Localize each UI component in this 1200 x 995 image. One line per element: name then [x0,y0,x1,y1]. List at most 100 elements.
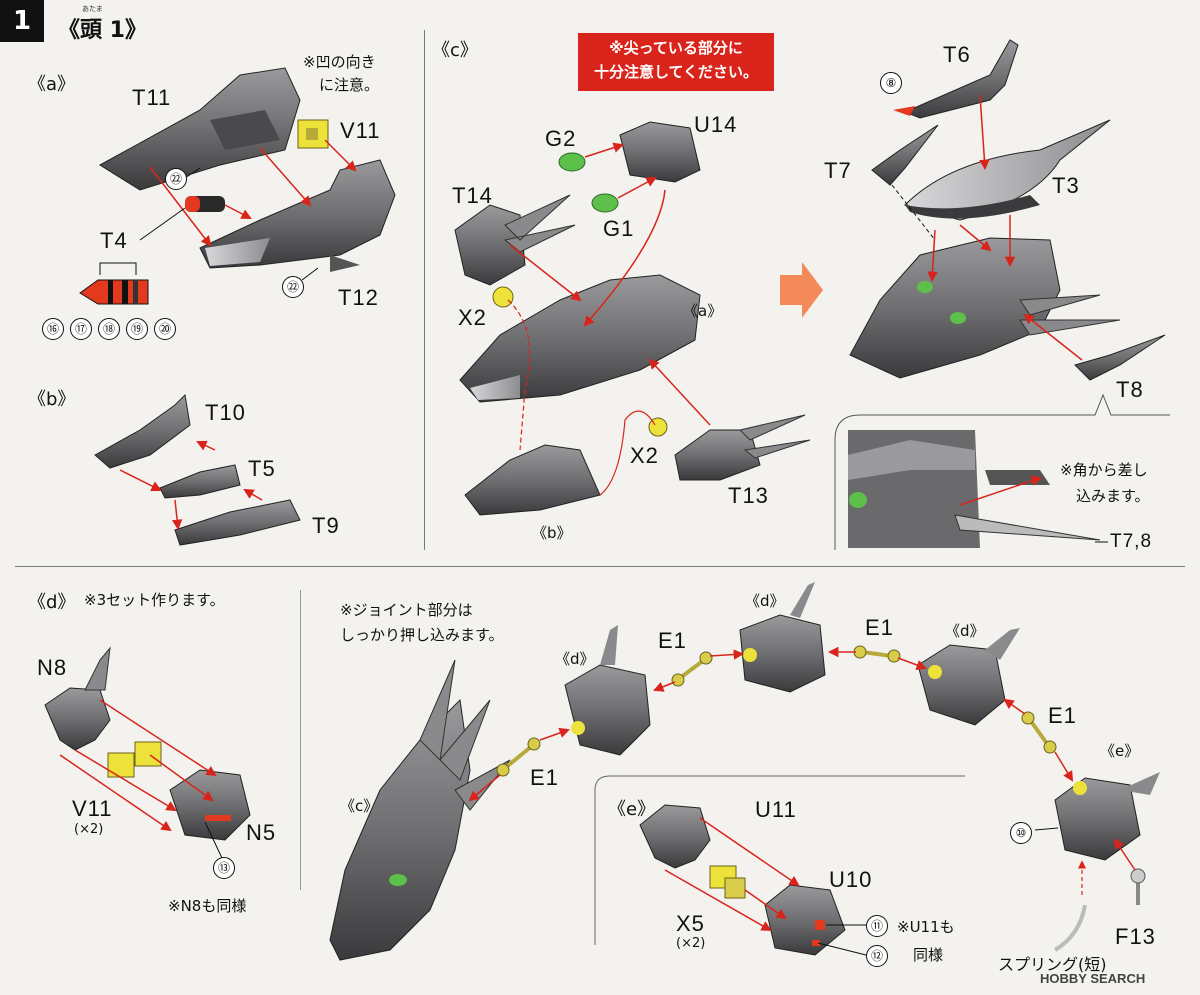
label-e1-2: E1 [865,615,894,640]
ref-a: 《a》 [683,302,723,320]
part-v11-pair [107,741,162,778]
label-u10: U10 [829,867,873,892]
segment-d2 [739,582,826,693]
part-u11 [639,804,711,869]
part-g1 [591,193,619,213]
part-t9 [174,499,301,546]
warning-line-2: 十分注意してください。 [593,63,759,81]
note-concave-1: ※凹の向き [303,53,376,71]
note-corner-2: 込みます。 [1076,487,1150,505]
note-three-sets: ※3セット作ります。 [84,591,225,609]
label-t6: T6 [943,42,971,67]
result-arrow [780,262,823,318]
part-t4-cap [185,196,225,212]
label-t13: T13 [728,483,769,508]
part-section-b-ref [464,444,601,516]
part-t3 [904,119,1111,221]
ref-d-3: 《d》 [945,622,985,640]
note-corner-1: ※角から差し [1060,461,1148,479]
marker-18: ⑱ [98,318,120,340]
part-t4-sticker [79,262,149,305]
note-joint-1: ※ジョイント部分は [340,601,473,619]
vertical-divider [424,30,425,550]
label-t7-8: T7,8 [1110,531,1153,552]
ref-c: 《c》 [340,797,379,815]
horizontal-divider [15,566,1185,567]
label-f13: F13 [1115,924,1156,949]
vertical-divider-lower [300,590,301,890]
watermark-text: HOBBY SEARCH [1040,971,1146,986]
part-t6 [893,39,1019,119]
segment-d1 [564,625,651,756]
marker-16: ⑯ [42,318,64,340]
page-title: 《頭 1》 [58,18,147,43]
marker-11: ⑪ [866,915,888,937]
marker-20: ⑳ [154,318,176,340]
marker-10: ⑩ [1010,822,1032,844]
part-x2-upper [492,286,514,308]
part-f13 [1130,868,1146,905]
ref-b: 《b》 [532,524,572,542]
step-number: 1 [12,6,32,36]
label-e1-3: E1 [1048,703,1077,728]
marker-22-lower: ㉒ [282,276,304,298]
marker-17: ⑰ [70,318,92,340]
part-g2 [558,152,586,172]
marker-19: ⑲ [126,318,148,340]
label-x2-upper: X2 [458,305,487,330]
label-spring: スプリング(短) [998,955,1107,974]
part-t12 [199,159,396,272]
label-v11-d: V11 [72,796,113,821]
part-head-assembly-a [459,274,701,403]
segment-e-assembled [1054,772,1160,861]
label-t14: T14 [452,183,493,208]
label-t9: T9 [312,513,340,538]
callout-frame [834,393,1170,550]
label-x5: X5 [676,911,705,936]
part-t8 [1074,334,1166,381]
note-concave-2: に注意。 [319,76,380,94]
section-e-label: 《e》 [608,799,656,820]
label-t7: T7 [824,158,852,183]
part-t11 [99,67,301,191]
label-t11: T11 [132,85,172,110]
label-g1: G1 [603,216,635,241]
label-n8: N8 [37,655,68,680]
label-t12: T12 [338,285,379,310]
ref-d-2: 《d》 [745,592,785,610]
part-v11-block [297,119,329,149]
label-v11: V11 [340,118,381,143]
note-u11-same-2: 同様 [913,946,944,964]
label-t10: T10 [205,400,246,425]
label-g2: G2 [545,126,577,151]
ref-d-1: 《d》 [555,650,595,668]
part-spring [1053,904,1087,952]
section-d-label: 《d》 [28,592,76,613]
label-t3: T3 [1052,173,1080,198]
joint-e1-parts [496,645,1057,777]
part-x5 [709,865,746,899]
label-x2-lower: X2 [630,443,659,468]
label-t5: T5 [248,456,276,481]
label-t4: T4 [100,228,128,253]
part-n8 [44,646,111,751]
warning-line-1: ※尖っている部分に [609,39,743,57]
part-u14 [619,121,701,183]
part-t5 [159,464,241,499]
part-t7 [871,124,939,186]
part-t13 [674,414,811,481]
label-times-two-e: (×2) [676,936,706,951]
segment-d3 [917,628,1020,726]
section-e-frame [594,775,965,945]
note-n8-same: ※N8も同様 [168,897,247,915]
label-n5: N5 [246,820,277,845]
label-u14: U14 [694,112,738,137]
label-times-two: (×2) [74,822,104,837]
label-t8: T8 [1116,377,1144,402]
label-e1-4: E1 [530,765,559,790]
marker-12: ⑫ [866,945,888,967]
note-u11-same-1: ※U11も [897,918,955,936]
callout-detail-view [848,430,1101,548]
section-c-label: 《c》 [432,40,478,61]
